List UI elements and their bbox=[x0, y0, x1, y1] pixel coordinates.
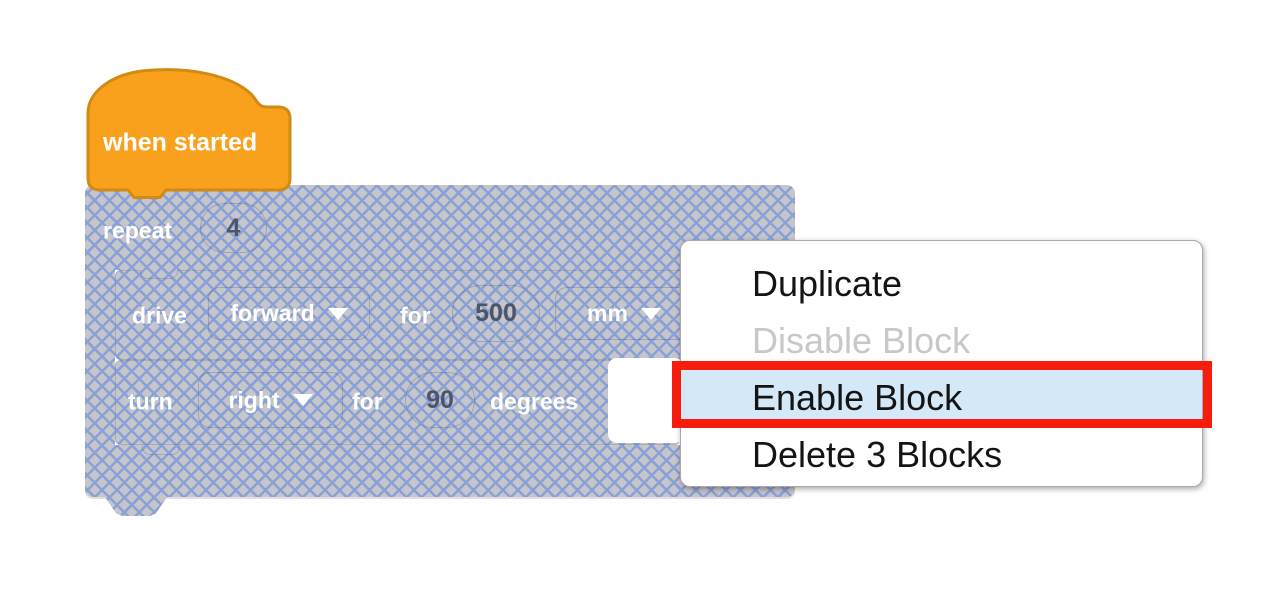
dropdown-arrow-icon bbox=[640, 307, 661, 320]
repeat-label: repeat bbox=[103, 217, 173, 244]
repeat-block-header[interactable] bbox=[85, 185, 795, 270]
turn-for-label: for bbox=[352, 388, 383, 415]
drive-direction-value: forward bbox=[230, 300, 315, 326]
drive-unit-dropdown[interactable]: mm bbox=[555, 287, 693, 340]
dropdown-arrow-icon bbox=[292, 394, 313, 406]
repeat-block-bottom-bar[interactable] bbox=[85, 445, 795, 497]
menu-item-duplicate[interactable]: Duplicate bbox=[752, 263, 903, 304]
turn-angle-field[interactable]: 90 bbox=[405, 372, 475, 428]
turn-angle-value: 90 bbox=[426, 385, 454, 414]
drive-for-label: for bbox=[400, 302, 431, 329]
turn-block-bottom-tab-outline bbox=[142, 445, 180, 455]
drive-block[interactable] bbox=[115, 270, 695, 360]
when-started-block[interactable]: when started bbox=[85, 63, 295, 203]
repeat-count-field[interactable]: 4 bbox=[200, 203, 267, 253]
turn-degrees-label: degrees bbox=[490, 388, 579, 415]
turn-direction-value: right bbox=[228, 386, 280, 413]
repeat-block-bottom-tab bbox=[105, 497, 167, 516]
drive-direction-dropdown[interactable]: forward bbox=[208, 287, 370, 340]
menu-item-delete-blocks[interactable]: Delete 3 Blocks bbox=[752, 434, 1003, 475]
menu-item-disable-block: Disable Block bbox=[752, 320, 971, 361]
context-menu: Duplicate Disable Block Enable Block Del… bbox=[680, 240, 1203, 487]
drive-distance-field[interactable]: 500 bbox=[452, 285, 540, 342]
turn-label: turn bbox=[128, 388, 173, 415]
drive-block-top-notch bbox=[140, 270, 178, 279]
active-input-box[interactable] bbox=[608, 358, 684, 443]
when-started-label: when started bbox=[103, 128, 258, 157]
hat-block-shape bbox=[86, 68, 292, 199]
turn-block[interactable] bbox=[115, 360, 680, 445]
drive-label: drive bbox=[132, 302, 187, 329]
menu-item-enable-block[interactable]: Enable Block bbox=[681, 369, 1202, 426]
dropdown-arrow-icon bbox=[327, 307, 348, 320]
drive-unit-value: mm bbox=[587, 300, 628, 326]
drive-distance-value: 500 bbox=[475, 299, 517, 327]
repeat-block-left-spine[interactable] bbox=[85, 270, 115, 445]
turn-direction-dropdown[interactable]: right bbox=[198, 372, 343, 428]
repeat-count-value: 4 bbox=[226, 213, 241, 242]
